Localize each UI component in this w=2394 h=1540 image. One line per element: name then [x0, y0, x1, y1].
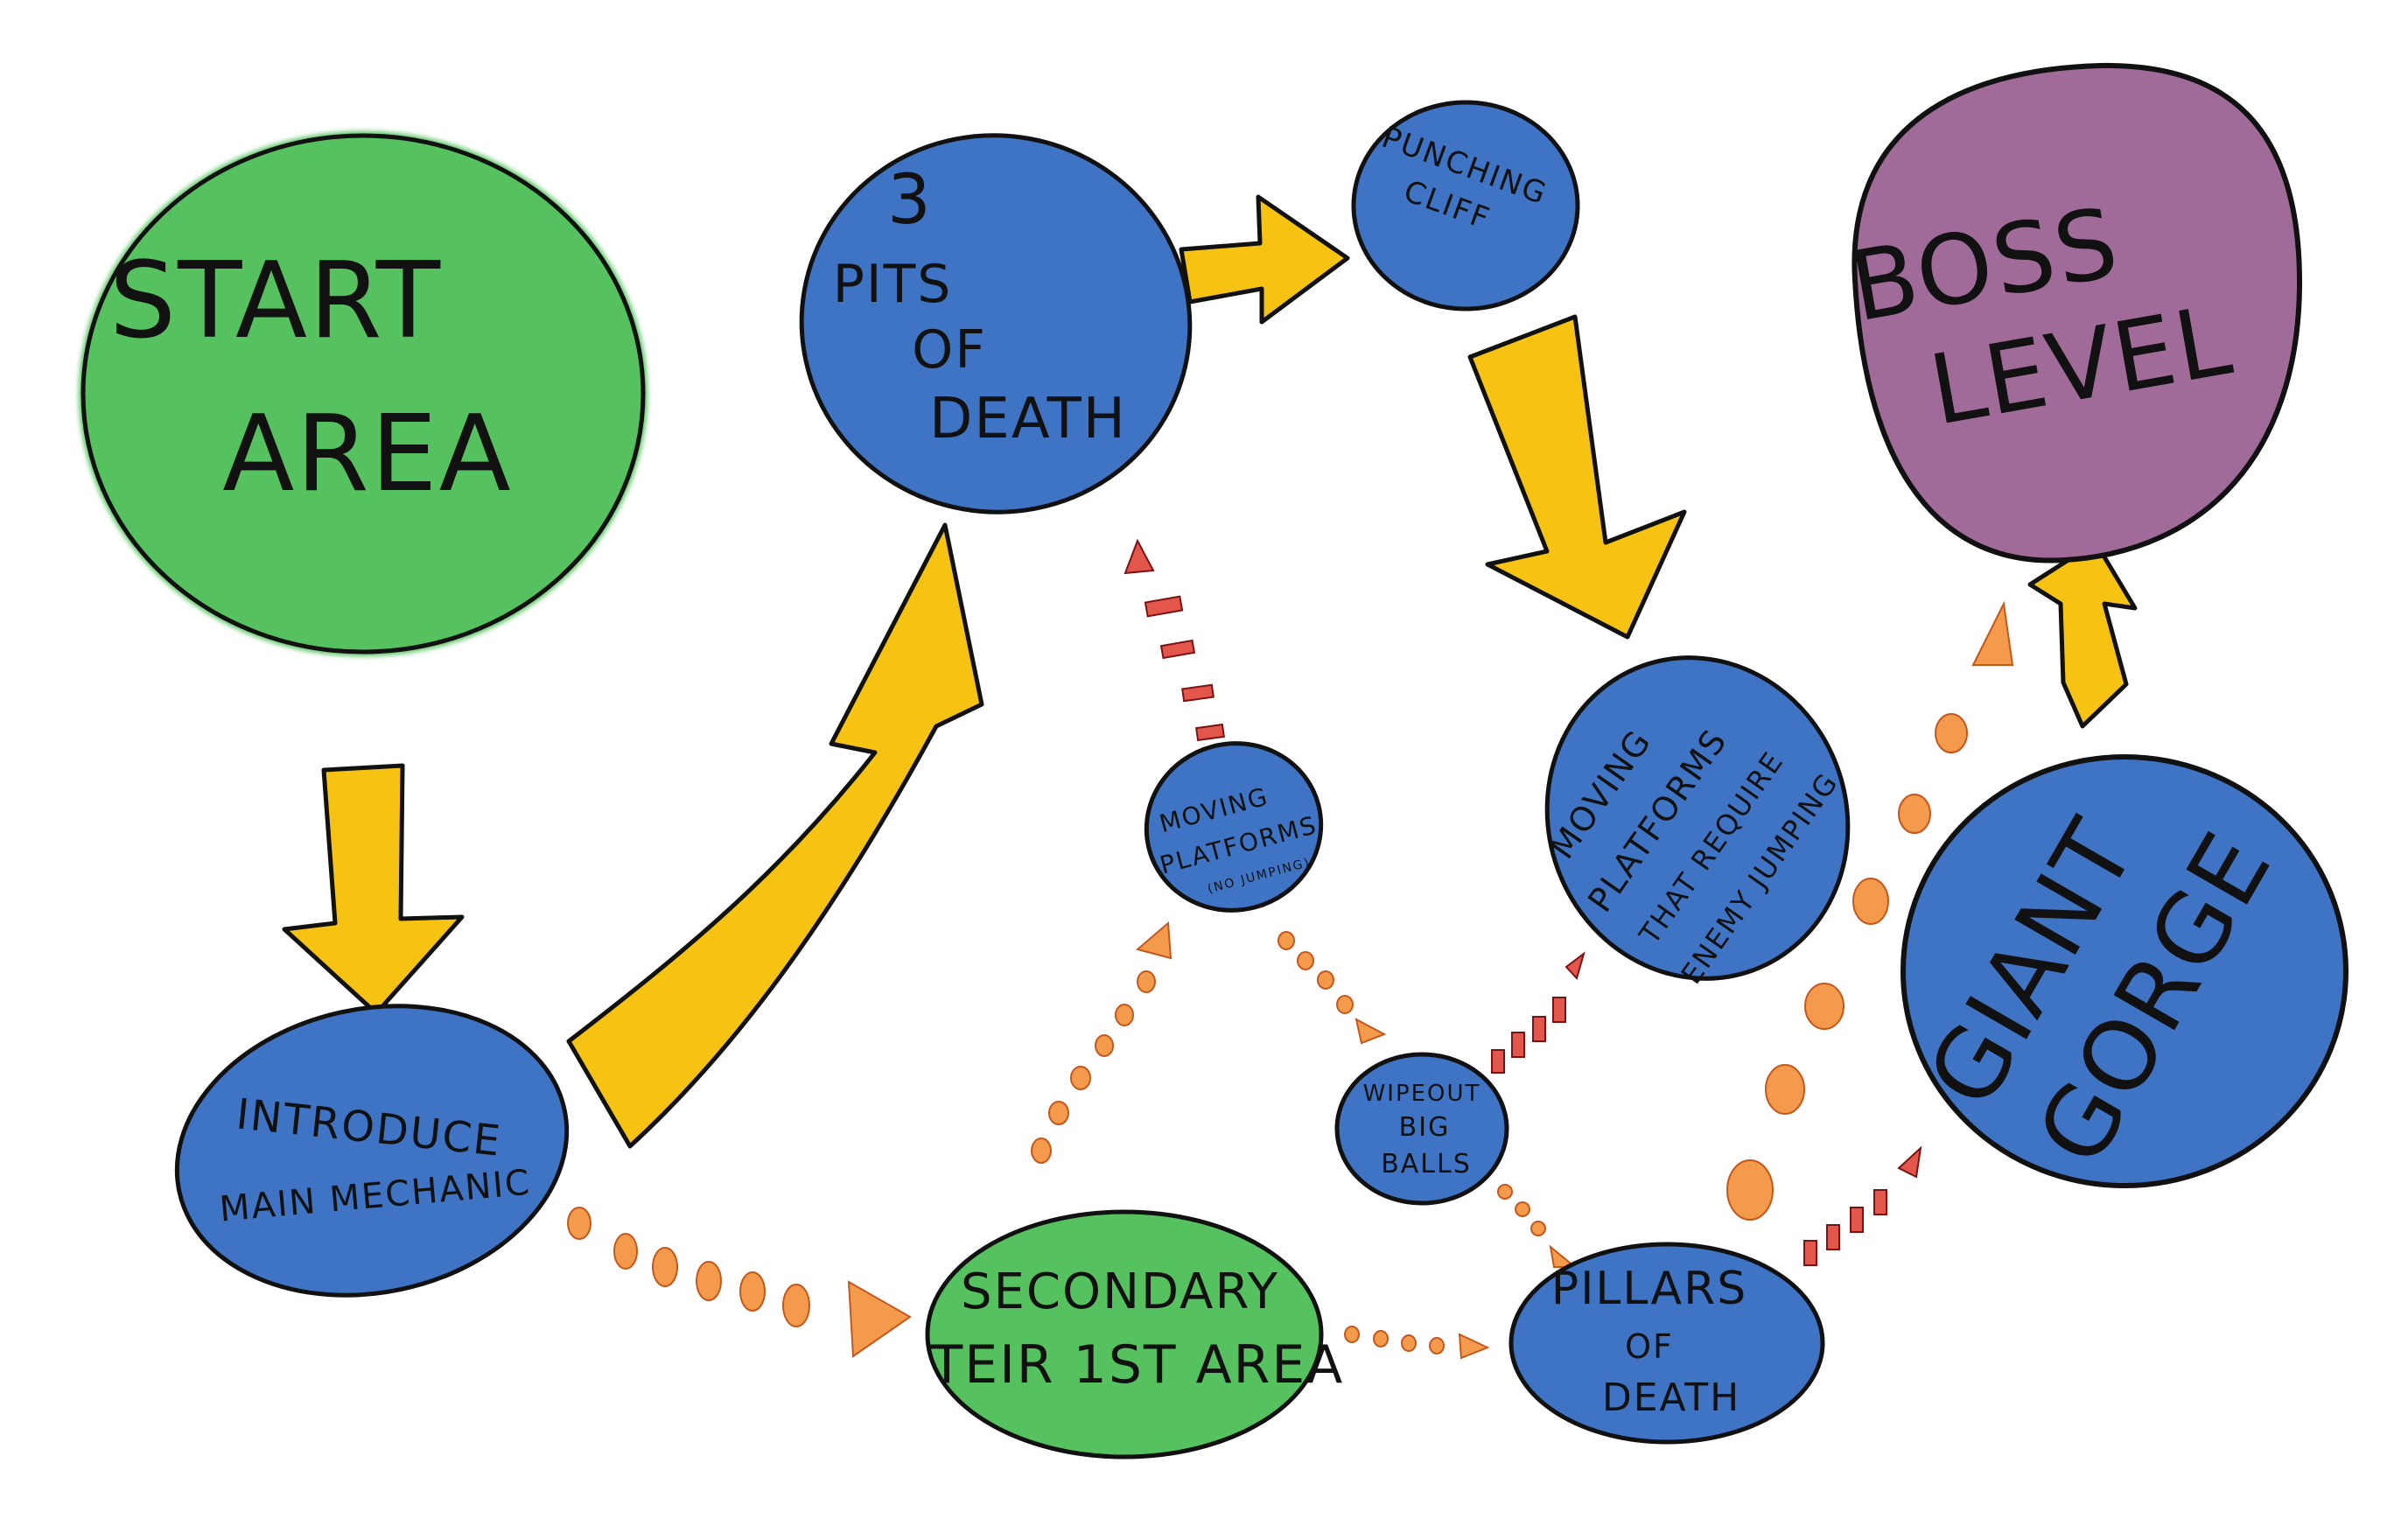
- pits-line2: PITS: [833, 254, 953, 315]
- red-dash-paths: [1124, 538, 1922, 1266]
- start-area-line2: AREA: [222, 394, 512, 515]
- arrow-pits-to-punching: [1179, 194, 1350, 325]
- arrow-punching-to-moving: [1467, 314, 1687, 640]
- yellow-arrows: [282, 194, 2138, 1149]
- node-giant-gorge: GIANT GORGE: [1900, 754, 2348, 1188]
- node-start-area: START AREA: [79, 131, 648, 656]
- arrow-start-to-introduce: [282, 763, 465, 1016]
- node-pillars-of-death: PILLARS OF DEATH: [1508, 1242, 1825, 1445]
- pillars-line1: PILLARS: [1551, 1263, 1748, 1315]
- node-3-pits-of-death: 3 PITS OF DEATH: [799, 133, 1193, 514]
- pits-line4: DEATH: [929, 387, 1127, 452]
- wipeout-line1: WIPEOUT: [1363, 1081, 1481, 1107]
- node-boss-level: BOSS LEVEL: [1843, 62, 2303, 564]
- arrow-gorge-to-boss: [2027, 540, 2138, 729]
- secondary-line2: TEIR 1ST AREA: [930, 1334, 1345, 1396]
- node-introduce-main-mechanic: INTRODUCE MAIN MECHANIC: [174, 1004, 570, 1298]
- pillars-line3: DEATH: [1602, 1376, 1740, 1420]
- wipeout-line2: BIG: [1399, 1112, 1451, 1143]
- pits-line3: OF: [912, 319, 987, 381]
- node-moving-platforms-no-jumping: MOVING PLATFORMS (NO JUMPING): [1144, 741, 1324, 913]
- start-area-line1: START: [109, 241, 442, 362]
- wipeout-line3: BALLS: [1381, 1149, 1472, 1180]
- node-punching-cliff: PUNCHING CLIFF: [1351, 100, 1580, 312]
- node-wipeout-big-balls: WIPEOUT BIG BALLS: [1334, 1052, 1509, 1206]
- dot-arrowhead: [847, 1280, 912, 1358]
- node-moving-platforms-enemy-jumping: MOVING PLATFORMS THAT REQUIRE ENEMY JUMP…: [1543, 655, 1851, 990]
- arrow-introduce-to-pits: [566, 522, 984, 1149]
- secondary-line1: SECONDARY: [961, 1264, 1279, 1320]
- node-secondary-tier-1st-area: SECONDARY TEIR 1ST AREA: [925, 1209, 1345, 1460]
- pillars-line2: OF: [1625, 1327, 1674, 1366]
- pits-line1: 3: [887, 161, 933, 240]
- orange-dot-paths: [567, 600, 2014, 1360]
